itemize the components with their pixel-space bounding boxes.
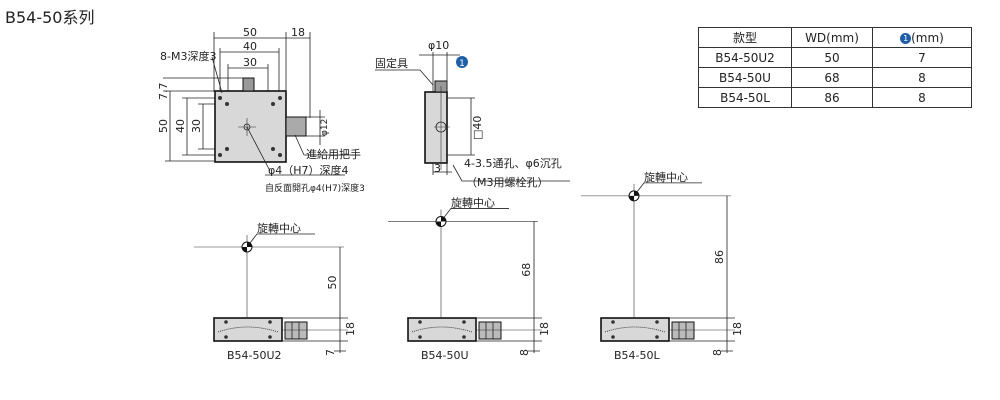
dim-v30: 30	[190, 119, 203, 133]
cell-offset: 8	[872, 67, 972, 88]
unit-body	[600, 317, 670, 342]
cell-wd: 68	[791, 67, 873, 88]
dim-phi10: φ10	[428, 39, 449, 52]
dim-wd: 68	[520, 263, 533, 277]
label-bolt: （M3用螺栓孔）	[466, 175, 549, 189]
top-view: 50 40 30 18 7.7 50 40 30 φ12 8-M3深度3 進給用…	[157, 26, 365, 194]
label-handle: 進給用把手	[306, 147, 361, 161]
header-model: 款型	[698, 27, 792, 48]
label-hole: φ4（H7）深度4	[268, 163, 349, 177]
unit-b54-50l: 旋轉中心 86 18 8 B54-50L	[581, 170, 744, 362]
unit-body	[407, 317, 477, 342]
dim-phi12: φ12	[320, 119, 330, 136]
feed-handle	[285, 116, 307, 137]
badge-1-text: 1	[459, 59, 465, 69]
dim-height: 18	[731, 322, 744, 336]
dim-7-7: 7.7	[157, 83, 170, 101]
dim-40: 40	[243, 40, 257, 53]
unit-b54-50u: 旋轉中心 68 18 8 B54-50U	[388, 195, 551, 362]
rotation-center-label: 旋轉中心	[451, 195, 495, 209]
feed-handle	[478, 321, 502, 340]
cell-offset: 7	[872, 47, 972, 68]
dim-height: 18	[344, 322, 357, 336]
dim-30: 30	[243, 56, 257, 69]
unit-b54-50u2: 旋轉中心 50 18 7 B54-50U2	[194, 221, 357, 362]
unit-views: 旋轉中心 50 18 7 B54-50U2 旋轉中心 68 18 8 B54-5…	[194, 170, 744, 362]
badge-1-icon	[456, 56, 468, 68]
feed-handle	[671, 321, 695, 340]
feed-handle	[284, 321, 308, 340]
rotation-center-label: 旋轉中心	[257, 221, 301, 235]
dim-height: 18	[538, 322, 551, 336]
cell-wd: 86	[791, 87, 873, 108]
cell-model: B54-50U	[698, 67, 792, 88]
label-back-hole: 自反面開孔φ4(H7)深度3	[265, 182, 365, 194]
dim-v50: 50	[157, 119, 170, 133]
dim-50: 50	[243, 26, 257, 39]
label-fixture: 固定具	[375, 56, 408, 70]
cell-wd: 50	[791, 47, 873, 68]
dim-wd: 50	[326, 276, 339, 290]
cell-model: B54-50L	[698, 87, 792, 108]
dim-offset: 8	[711, 349, 724, 356]
badge-1-icon: 1	[900, 32, 912, 44]
stage-body	[214, 90, 287, 163]
label-m3: 8-M3深度3	[160, 49, 216, 63]
model-label: B54-50L	[614, 349, 661, 362]
dim-3: 3	[434, 162, 441, 175]
dim-wd: 86	[713, 250, 726, 264]
clamp-knob	[242, 77, 255, 92]
unit-body	[213, 317, 283, 342]
dim-v40: 40	[174, 119, 187, 133]
rotation-center-label: 旋轉中心	[644, 170, 688, 184]
dim-offset: 8	[518, 349, 531, 356]
model-label: B54-50U	[421, 349, 469, 362]
page-title: B54-50系列	[5, 8, 95, 27]
cell-offset: 8	[872, 87, 972, 108]
dim-sq40: □40	[471, 116, 484, 140]
dim-offset: 7	[324, 349, 337, 356]
label-holes: 4-3.5通孔、φ6沉孔	[464, 157, 562, 170]
table-header: 款型 WD(mm) 1(mm)	[698, 27, 972, 48]
model-label: B54-50U2	[227, 349, 282, 362]
header-wd: WD(mm)	[791, 27, 873, 48]
dim-18: 18	[291, 26, 305, 39]
header-badge: 1(mm)	[872, 27, 972, 48]
side-view: φ10 固定具 1 □40 3 4-3.5通孔、φ6沉孔 （M3用螺栓孔）	[375, 39, 570, 189]
cell-model: B54-50U2	[698, 47, 792, 68]
